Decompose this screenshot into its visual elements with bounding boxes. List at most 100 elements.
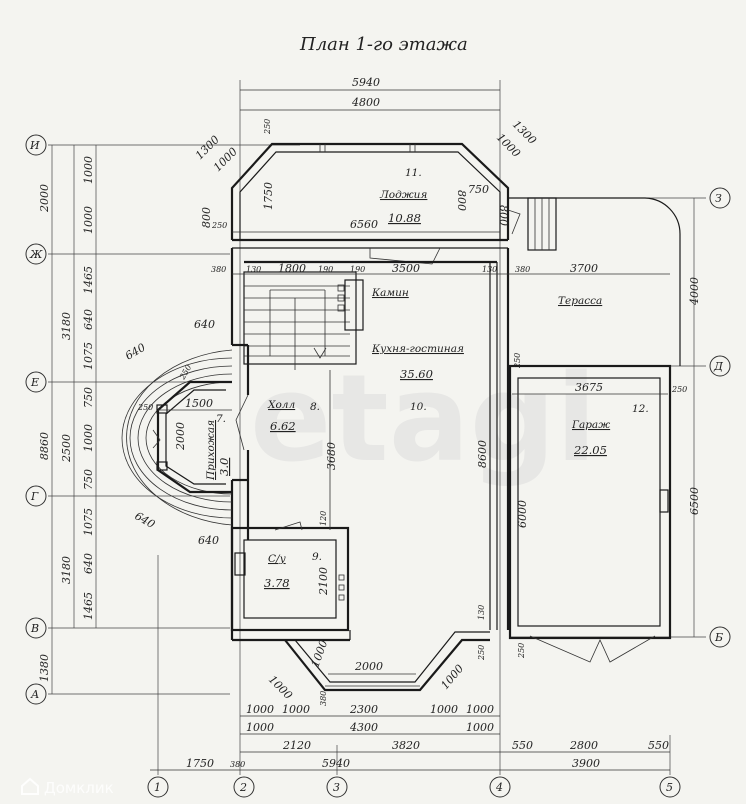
room-number: 12. (632, 403, 649, 415)
room-area: 22.05 (573, 443, 607, 457)
room-area: 3.0 (217, 458, 231, 476)
dim-label: 3500 (392, 262, 420, 275)
axis-markers-right: З Д Б (709, 187, 731, 648)
dim-label: 4300 (349, 721, 378, 734)
axis-label: З (715, 192, 722, 205)
dim-label: 6000 (516, 500, 529, 528)
dim-label: 1000 (438, 662, 466, 692)
dim-label: 1500 (185, 397, 213, 410)
dim-label: 750 (82, 387, 95, 408)
room-number: 7. (216, 413, 226, 425)
dim-label: 2000 (354, 660, 383, 673)
dim-label: 550 (648, 739, 669, 752)
dim-label: 2100 (317, 567, 330, 596)
dim-label: 120 (319, 511, 328, 526)
dim-label: 1000 (282, 703, 310, 716)
room-labels: 11. Лоджия 10.88 Кухня-гостиная 35.60 10… (205, 167, 649, 590)
dim-label: 1075 (82, 342, 95, 370)
dim-label: 2000 (38, 184, 51, 213)
dim-label: 5940 (322, 757, 350, 770)
dim-label: 380 (230, 760, 245, 769)
dim-label: 2800 (569, 739, 598, 752)
axis-label: Д (713, 360, 724, 373)
dim-label: 3675 (575, 381, 603, 394)
left-dimensions: 2000 3180 8860 2500 3180 1380 1000 1000 … (38, 156, 95, 682)
terrace (507, 197, 681, 366)
dim-label: 130 (482, 265, 497, 274)
dim-label: 1000 (82, 206, 95, 234)
axis-label: И (29, 139, 40, 152)
room-area: 35.60 (400, 367, 433, 381)
dim-label: 130 (246, 265, 261, 274)
dim-label: 8600 (476, 440, 489, 468)
dim-label: 380 (211, 265, 226, 274)
dim-label: 250 (517, 643, 526, 659)
dim-label: 800 (455, 190, 468, 211)
room-name: Терасса (558, 295, 602, 307)
bottom-dimensions: 1000 1000 2300 1000 1000 1000 4300 1000 … (150, 703, 670, 771)
dim-label: 250 (137, 403, 153, 412)
room-name: Прихожая (205, 420, 217, 481)
dim-label: 250 (211, 221, 227, 230)
room-number: 11. (405, 167, 422, 179)
dim-label: 2300 (349, 703, 378, 716)
dim-label: 1000 (82, 424, 95, 452)
dim-label: 1000 (246, 703, 274, 716)
axis-label: 2 (239, 781, 247, 794)
dim-label: 640 (133, 509, 158, 531)
room-number: 10. (410, 401, 427, 413)
axis-label: 3 (333, 781, 340, 794)
dim-label: 1000 (309, 638, 331, 669)
axis-label: 1 (154, 781, 161, 794)
dim-label: 250 (513, 353, 522, 369)
dim-label: 640 (198, 534, 219, 547)
dim-label: 640 (82, 309, 95, 330)
dim-label: 6560 (350, 218, 378, 231)
dim-label: 6500 (688, 487, 701, 515)
dim-label: 550 (512, 739, 533, 752)
axis-label: Е (30, 376, 39, 389)
axis-label: Б (714, 631, 723, 644)
dim-label: 1000 (266, 673, 295, 702)
walls (121, 142, 681, 692)
dim-label: 1000 (246, 721, 274, 734)
dim-label: 750 (82, 469, 95, 490)
dim-label: 1750 (186, 757, 214, 770)
dim-label: 250 (263, 119, 272, 135)
dim-label: 640 (82, 553, 95, 574)
axis-label: Ж (29, 248, 43, 261)
dim-label: 3900 (572, 757, 600, 770)
axis-markers-bottom: 1 2 3 4 5 (147, 776, 681, 798)
house-icon (21, 777, 39, 795)
dim-label: 1465 (82, 592, 95, 620)
room-name: Гараж (571, 419, 610, 431)
room-name: Лоджия (379, 189, 427, 201)
axis-label: А (30, 688, 39, 701)
dim-label: 1000 (211, 145, 240, 174)
dim-label: 1380 (38, 654, 51, 682)
dim-label: 3180 (60, 312, 73, 340)
dim-label: 3700 (570, 262, 598, 275)
room-name: Камин (371, 287, 409, 299)
bay-window (284, 630, 490, 692)
staircase (243, 271, 357, 370)
dim-label: 640 (123, 341, 148, 363)
dim-label: 190 (350, 265, 365, 274)
room-name: Кухня-гостиная (371, 343, 464, 355)
dim-label: 640 (194, 318, 215, 331)
room-number: 9. (312, 551, 322, 563)
dim-label: 380 (515, 265, 530, 274)
axis-label: 4 (495, 781, 503, 794)
room-name: С/у (268, 553, 287, 565)
dim-label: 8860 (38, 432, 51, 460)
dim-label: 3180 (60, 556, 73, 584)
dim-label: 1000 (466, 721, 494, 734)
dim-label: 1750 (262, 182, 275, 210)
dim-label: 1000 (82, 156, 95, 184)
room-area: 10.88 (388, 211, 421, 225)
logo-text: Домклик (44, 779, 114, 797)
axis-label: Г (30, 490, 39, 503)
garage (508, 364, 672, 663)
stair-arrow-icon (313, 347, 327, 359)
dim-label: 5940 (352, 76, 380, 89)
